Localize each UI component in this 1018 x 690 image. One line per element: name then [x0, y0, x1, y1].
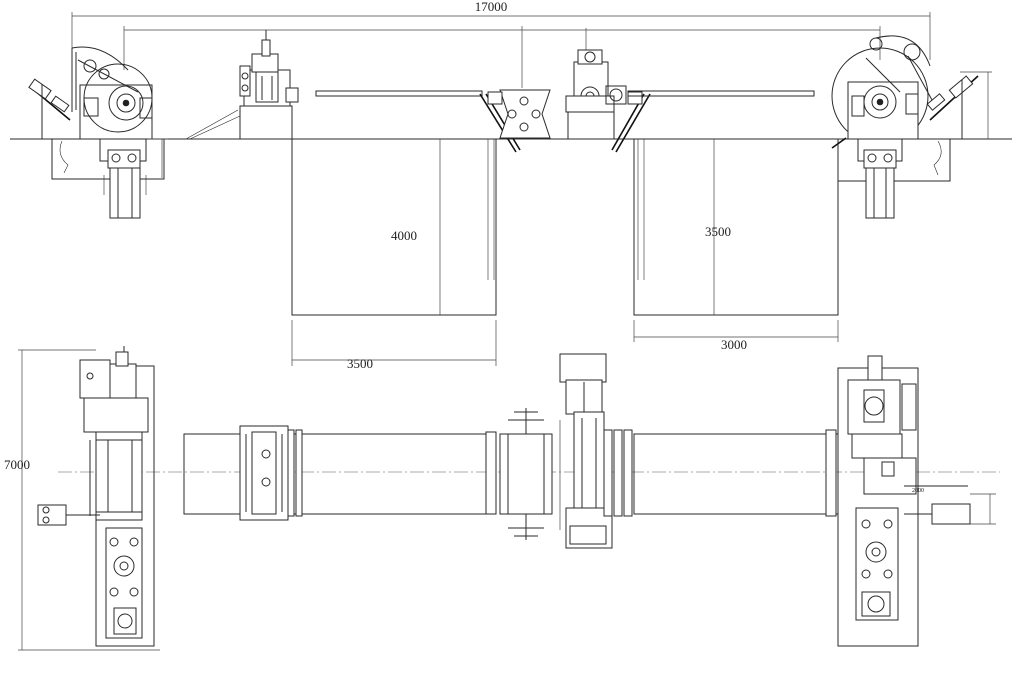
- pit1-length-dimension: 3500: [291, 320, 497, 371]
- looping-pit-1: 4000: [291, 90, 497, 316]
- pit1-length-label: 3500: [347, 356, 373, 371]
- tension-stand-plan: [559, 353, 633, 549]
- pit2-length-dimension: 3000: [633, 320, 839, 352]
- small-offset-label: 2000: [912, 488, 924, 494]
- plan-view: 7000: [4, 346, 1000, 651]
- slitter-elevation: [479, 89, 551, 153]
- right-recoiler-plan: 2000: [837, 355, 996, 647]
- overall-width-dimension: 7000: [4, 349, 160, 651]
- left-uncoiler-elevation: [28, 46, 241, 219]
- elevation-view: 17000: [10, 0, 1012, 316]
- overall-length-label: 17000: [475, 0, 508, 14]
- pit1-depth-label: 4000: [391, 228, 417, 243]
- leveler-1-elevation: [239, 30, 299, 140]
- slitter-plan: [499, 408, 561, 540]
- left-uncoiler-plan: [37, 346, 155, 647]
- overall-width-label: 7000: [4, 457, 30, 472]
- pit2-plan: [633, 429, 839, 517]
- pit1-plan: [183, 425, 497, 521]
- right-recoiler-elevation: [831, 35, 992, 219]
- overall-length-dimension: 17000: [71, 0, 931, 88]
- pit2-length-label: 3000: [721, 337, 747, 352]
- pit2-depth-label: 3500: [705, 224, 731, 239]
- looping-pit-2: 3500: [633, 139, 839, 316]
- tension-stand-elevation: [565, 49, 815, 153]
